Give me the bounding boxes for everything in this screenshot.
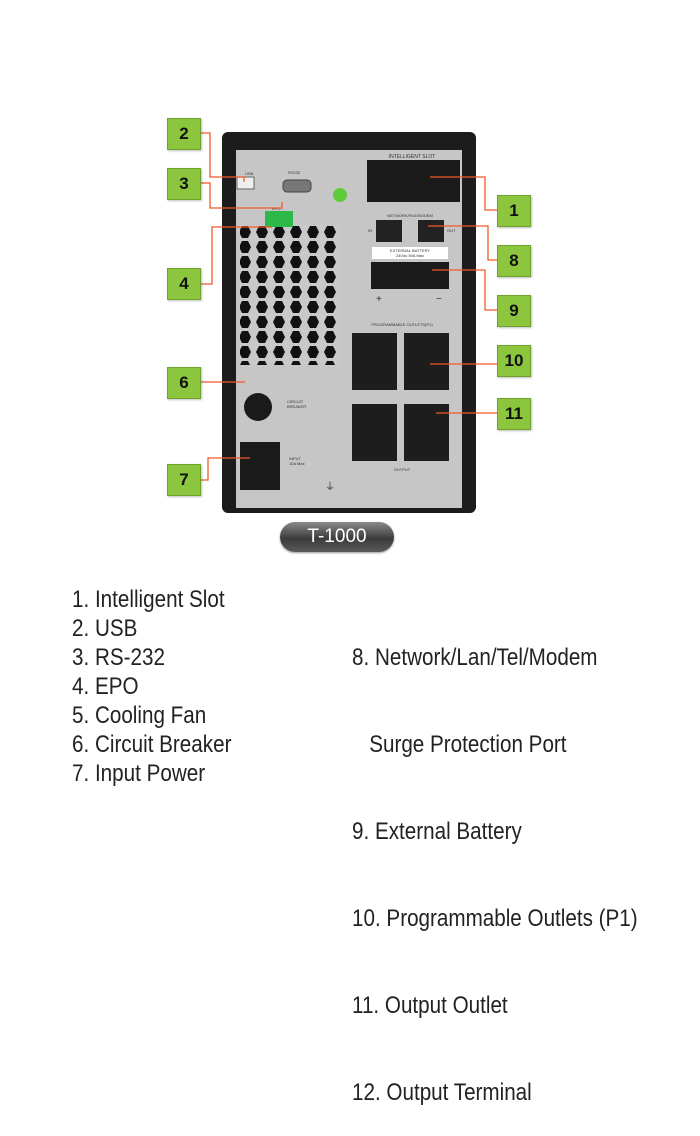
leader-lines [200, 132, 497, 481]
legend-item: 11. Output Outlet [352, 992, 508, 1019]
input-label-2: 10A Max [289, 461, 305, 466]
model-badge: T-1000 [280, 522, 394, 552]
callout-1: 1 [497, 195, 531, 227]
ground-terminal: ⏚ [325, 481, 335, 493]
legend-item: 8. Network/Lan/Tel/Modem [352, 644, 598, 671]
sticker [333, 188, 347, 202]
rs232-port [282, 179, 312, 193]
programmable-outlets-label: PROGRAMMABLE OUTLETS(P1) [371, 322, 433, 327]
epo-connector [265, 211, 293, 227]
callout-9: 9 [497, 295, 531, 327]
usb-port [236, 176, 255, 190]
battery-minus: − [436, 294, 442, 305]
legend-item: 12. Output Terminal [352, 1079, 532, 1106]
input-power-socket [240, 442, 280, 490]
battery-label-plate [372, 247, 448, 259]
cooling-fan-grille [240, 225, 340, 365]
programmable-outlet [352, 333, 397, 390]
circuit-breaker [244, 393, 272, 421]
callout-4: 4 [167, 268, 201, 300]
legend-item: Surge Protection Port [352, 731, 567, 758]
ups-rear-panel: INTELLIGENT SLOT USB RS232 EPO NETWORK/F… [200, 132, 497, 513]
legend-item: 9. External Battery [352, 818, 522, 845]
legend-left: 1. Intelligent Slot 2. USB 3. RS-232 4. … [72, 585, 231, 788]
breaker-label-1: CIRCUIT [287, 399, 304, 404]
network-out-port [418, 220, 444, 242]
legend-item: 5. Cooling Fan [72, 702, 207, 729]
rs232-label: RS232 [288, 170, 301, 175]
legend-item: 4. EPO [72, 673, 139, 700]
input-label-1: INPUT [289, 456, 302, 461]
battery-label-1: EXTERNAL BATTERY [390, 248, 430, 253]
intelligent-slot-label: INTELLIGENT SLOT [389, 154, 436, 160]
callout-6: 6 [167, 367, 201, 399]
callout-11: 11 [497, 398, 531, 430]
legend-item: 2. USB [72, 615, 138, 642]
output-outlet [352, 404, 397, 461]
legend-item: 10. Programmable Outlets (P1) [352, 905, 638, 932]
battery-plus: + [376, 294, 382, 305]
callout-3: 3 [167, 168, 201, 200]
battery-label-2: 24Vdc 50A Max [396, 253, 424, 258]
external-battery-port [371, 262, 449, 289]
callout-8: 8 [497, 245, 531, 277]
programmable-outlet [404, 333, 449, 390]
legend-item: 7. Input Power [72, 760, 206, 787]
usb-label: USB [245, 171, 254, 176]
intelligent-slot [367, 160, 460, 202]
network-in-port [376, 220, 402, 242]
callout-10: 10 [497, 345, 531, 377]
legend-right: 8. Network/Lan/Tel/Modem Surge Protectio… [352, 585, 638, 1136]
network-label: NETWORK/FAX/MODEM [387, 213, 433, 218]
output-label: OUTPUT [394, 467, 411, 472]
legend-item: 3. RS-232 [72, 644, 165, 671]
breaker-label-2: BREAKER [287, 404, 306, 409]
network-out-label: OUT [447, 228, 456, 233]
callout-7: 7 [167, 464, 201, 496]
legend-item: 1. Intelligent Slot [72, 586, 225, 613]
network-in-label: IN [368, 228, 372, 233]
legend-item: 6. Circuit Breaker [72, 731, 232, 758]
callout-2: 2 [167, 118, 201, 150]
